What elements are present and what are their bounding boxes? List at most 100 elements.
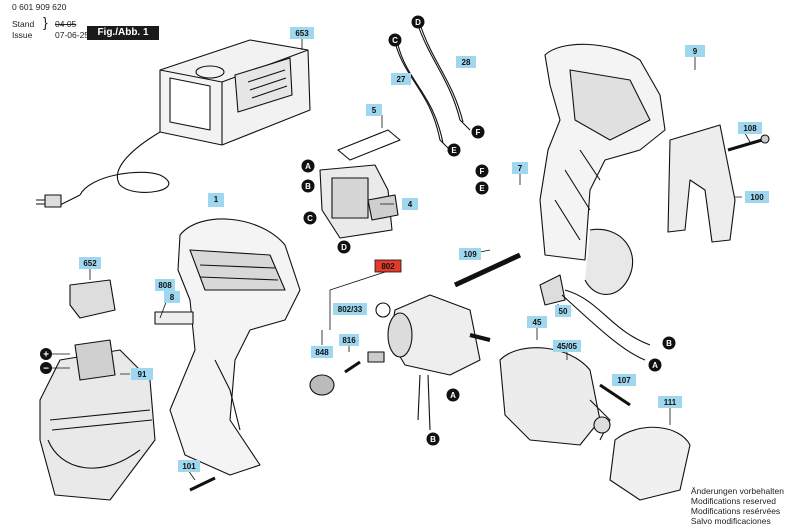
part-label-box <box>402 198 418 210</box>
notes-block: Änderungen vorbehalten Modifications res… <box>691 486 784 526</box>
charger-drawing <box>36 39 311 208</box>
connector-marker <box>388 33 402 47</box>
part-label: 101 <box>182 462 196 471</box>
screw-107 <box>599 383 631 407</box>
battery-small <box>69 279 116 319</box>
part-label-box <box>553 340 581 352</box>
part-label-box <box>459 248 481 260</box>
part-label: 8 <box>170 293 175 302</box>
part-label: 802/33 <box>338 305 363 314</box>
part-label-box <box>208 193 224 205</box>
connector-marker <box>471 125 485 139</box>
part-label: 7 <box>518 164 523 173</box>
housing-half-left <box>154 218 301 476</box>
part-label-box <box>155 279 175 291</box>
connector-letter: E <box>479 184 485 193</box>
connector-marker <box>648 358 662 372</box>
bit-109 <box>453 252 522 288</box>
part-label: 802 <box>381 262 395 271</box>
cover-111 <box>609 426 691 501</box>
connector-marker <box>411 15 425 29</box>
part-label: 652 <box>83 259 97 268</box>
connector-letter: F <box>480 167 485 176</box>
part-label: 100 <box>750 193 764 202</box>
part-label: 1 <box>214 195 219 204</box>
connector-marker <box>662 336 676 350</box>
part-label-box <box>79 257 101 269</box>
part-label-box <box>512 162 528 174</box>
part-label: 28 <box>462 58 471 67</box>
part-label: 848 <box>315 348 329 357</box>
connector-letter: A <box>652 361 658 370</box>
part-label: 27 <box>397 75 406 84</box>
connector-marker <box>446 388 460 402</box>
part-label: 50 <box>559 307 568 316</box>
bracket-glyph: } <box>43 14 48 30</box>
connector-letter: E <box>451 146 457 155</box>
polarity-symbols: + − <box>40 348 70 375</box>
connector-letter: C <box>392 36 398 45</box>
part-label-box <box>333 303 367 315</box>
cable-27 <box>394 41 449 149</box>
switch-drawing <box>319 129 401 239</box>
part-label: 109 <box>463 250 477 259</box>
connector-marker <box>447 143 461 157</box>
part-848 <box>309 374 335 396</box>
part-label: 108 <box>743 124 757 133</box>
part-label-box <box>391 73 411 85</box>
note-line: Modifications reserved <box>690 496 776 506</box>
connector-letter: A <box>450 391 456 400</box>
part-label-box <box>290 27 314 39</box>
part-label-box <box>456 56 476 68</box>
connector-marker <box>475 181 489 195</box>
connector-letter: B <box>666 339 672 348</box>
part-number: 0 601 909 620 <box>12 2 67 12</box>
connector-marker <box>426 432 440 446</box>
battery-pack <box>39 339 156 501</box>
part-label-box <box>745 191 769 203</box>
part-label-box <box>658 396 682 408</box>
connector-marker <box>337 240 351 254</box>
part-label-box <box>178 460 200 472</box>
connector-marker <box>475 164 489 178</box>
connector-letter: D <box>415 18 421 27</box>
part-label: 4 <box>408 200 413 209</box>
part-label: 816 <box>342 336 356 345</box>
part-label: 45 <box>533 318 542 327</box>
connector-letter: C <box>307 214 313 223</box>
stand-value: 04 05 <box>55 19 77 29</box>
connector-letter: B <box>305 182 311 191</box>
part-label: 808 <box>158 281 172 290</box>
note-line: Salvo modificaciones <box>690 516 771 526</box>
minus-symbol: − <box>43 364 49 375</box>
part-816 <box>367 351 385 363</box>
connector-letter: B <box>430 435 436 444</box>
part-label: 111 <box>664 398 677 407</box>
belt-clip <box>667 124 736 243</box>
part-label: 91 <box>138 370 147 379</box>
screw-101 <box>189 476 216 492</box>
part-label-box <box>164 291 180 303</box>
connector-letter: A <box>305 162 311 171</box>
part-label: 45/05 <box>557 342 578 351</box>
gear-housing <box>499 347 611 446</box>
part-label-box <box>366 104 382 116</box>
motor <box>375 294 491 431</box>
housing-half-right <box>539 43 666 295</box>
plus-symbol: + <box>43 350 49 361</box>
part-label-box <box>555 305 571 317</box>
part-label-box <box>339 334 359 346</box>
part-label-box <box>527 316 547 328</box>
connector-marker <box>301 159 315 173</box>
part-label-box <box>685 45 705 57</box>
connector-marker <box>301 179 315 193</box>
part-label-box <box>311 346 333 358</box>
connector-marker <box>303 211 317 225</box>
led-50 <box>539 274 566 306</box>
stand-label: Stand <box>12 19 35 29</box>
part-label-box <box>612 374 636 386</box>
part-label-box <box>738 122 762 134</box>
part-label: 107 <box>617 376 631 385</box>
